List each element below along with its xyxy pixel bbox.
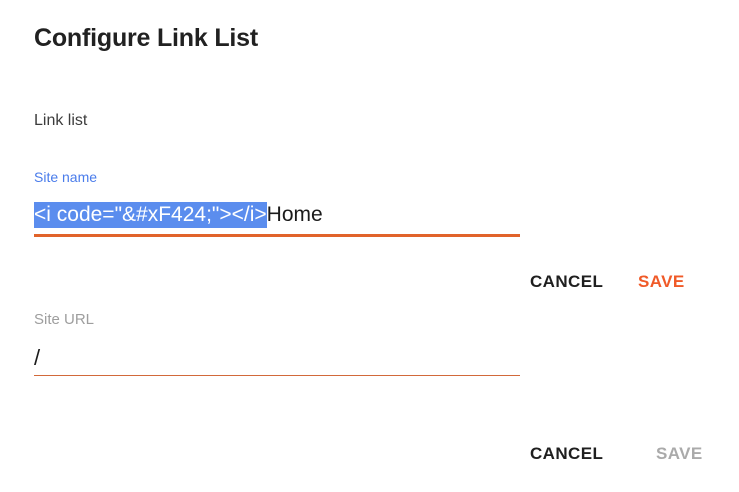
site-name-input[interactable]: <i code="&#xF424;"></i>Home bbox=[34, 198, 323, 232]
site-url-underline bbox=[34, 375, 520, 376]
site-url-input[interactable]: / bbox=[34, 345, 41, 370]
site-name-unselected-text[interactable]: Home bbox=[266, 203, 323, 226]
site-name-label: Site name bbox=[34, 169, 98, 185]
site-name-underline bbox=[34, 234, 520, 237]
section-label-link-list: Link list bbox=[34, 112, 88, 129]
save-button-site-name[interactable]: SAVE bbox=[638, 269, 685, 295]
page-title: Configure Link List bbox=[34, 24, 258, 52]
site-name-selected-text[interactable]: <i code="&#xF424;"></i> bbox=[34, 202, 267, 228]
site-name-field-group: Site name <i code="&#xF424;"></i>Home bbox=[34, 168, 520, 237]
cancel-button-site-url[interactable]: CANCEL bbox=[530, 441, 603, 467]
cancel-button-site-name[interactable]: CANCEL bbox=[530, 269, 603, 295]
site-name-action-row: CANCEL SAVE bbox=[0, 269, 739, 295]
site-name-input-wrapper[interactable]: <i code="&#xF424;"></i>Home bbox=[34, 198, 520, 237]
site-url-label: Site URL bbox=[34, 311, 95, 328]
site-url-input-wrapper[interactable]: / bbox=[34, 342, 520, 376]
site-url-field-group: Site URL / bbox=[34, 310, 520, 376]
site-url-action-row: CANCEL SAVE bbox=[0, 441, 739, 467]
save-button-site-url: SAVE bbox=[656, 441, 703, 467]
